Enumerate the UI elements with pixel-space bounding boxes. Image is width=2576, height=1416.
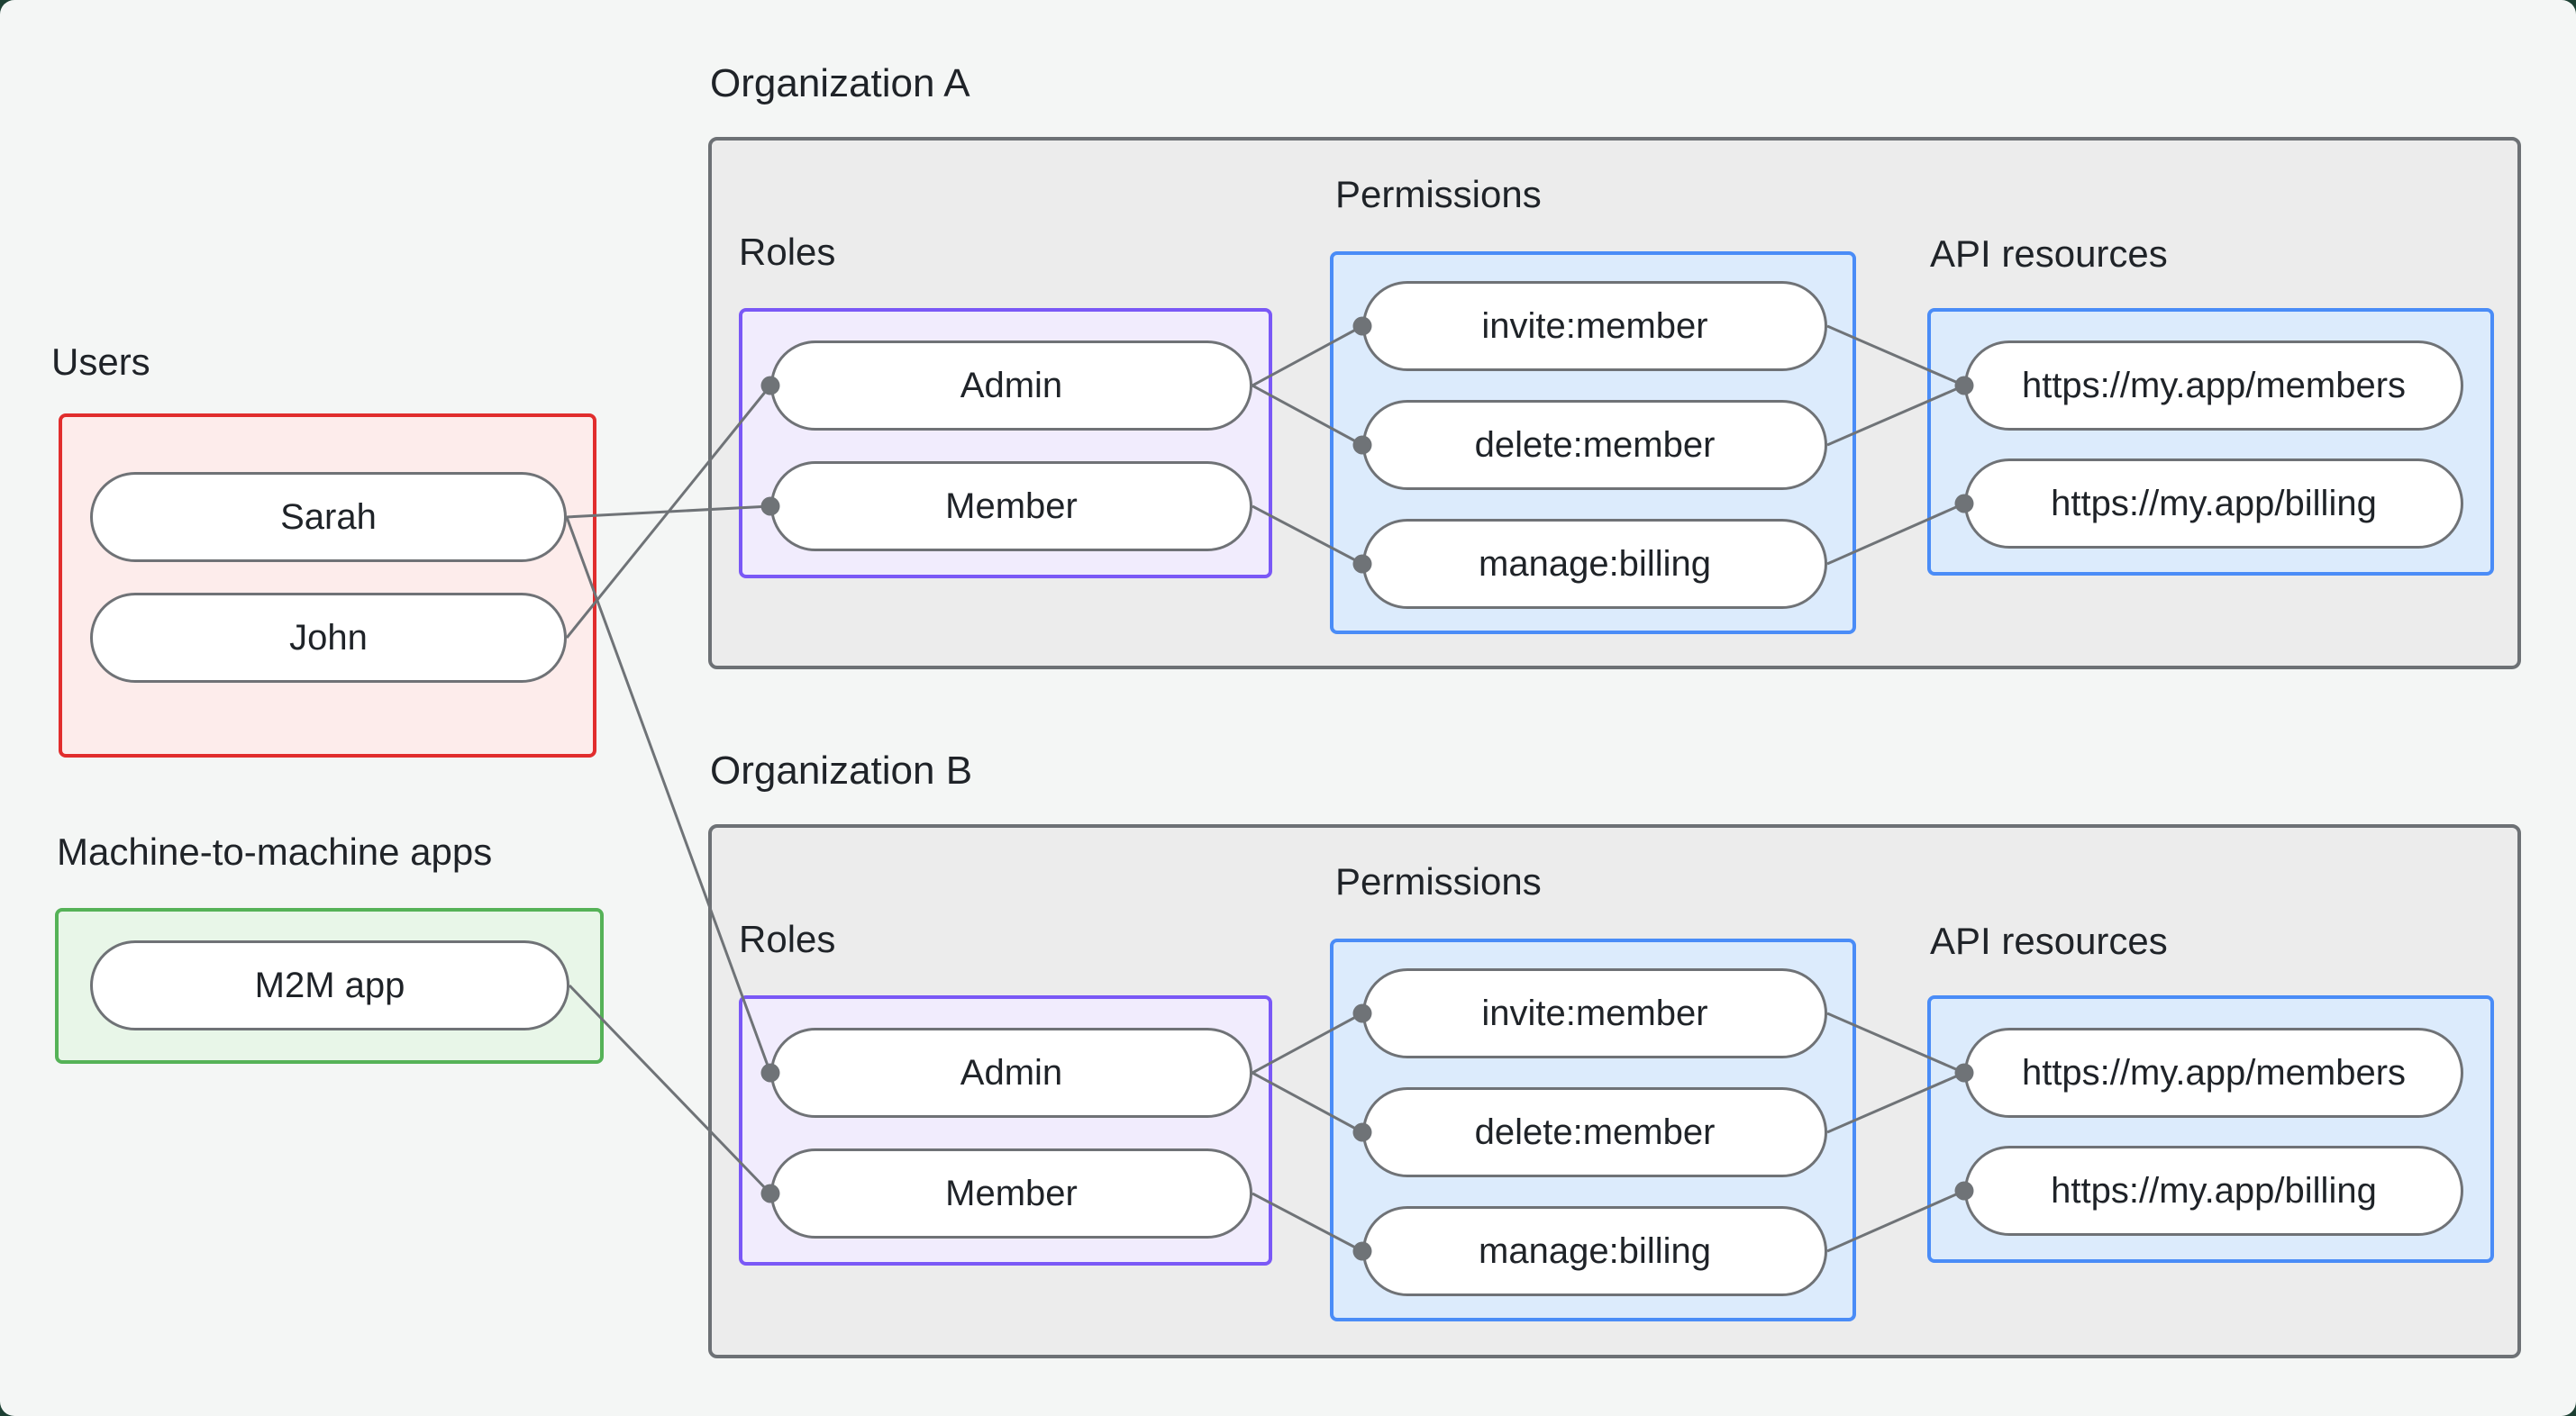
node-label: https://my.app/billing <box>2051 483 2377 523</box>
node-a-admin: Admin <box>770 340 1252 431</box>
node-b-members: https://my.app/members <box>1964 1028 2463 1118</box>
node-a-billing: https://my.app/billing <box>1964 458 2463 549</box>
node-sarah: Sarah <box>90 472 567 562</box>
node-label: Sarah <box>280 496 377 537</box>
node-a-members: https://my.app/members <box>1964 340 2463 431</box>
users-group-label: Users <box>51 340 150 383</box>
node-a-member: Member <box>770 461 1252 551</box>
org-a-roles-label: Roles <box>739 231 836 273</box>
node-b-billing: https://my.app/billing <box>1964 1146 2463 1236</box>
org-a-api-label: API resources <box>1930 232 2168 275</box>
org-b-permissions-label: Permissions <box>1335 860 1542 903</box>
node-m2m: M2M app <box>90 940 569 1030</box>
node-label: M2M app <box>254 965 405 1005</box>
node-b-member: Member <box>770 1148 1252 1239</box>
node-label: delete:member <box>1474 424 1716 465</box>
node-label: manage:billing <box>1479 543 1711 584</box>
node-label: https://my.app/members <box>2021 365 2407 405</box>
node-b-manage: manage:billing <box>1362 1206 1827 1296</box>
node-label: John <box>289 617 368 658</box>
users-box <box>59 413 596 758</box>
node-label: https://my.app/billing <box>2051 1170 2377 1211</box>
org-b-title: Organization B <box>710 749 973 793</box>
m2m-group-label: Machine-to-machine apps <box>57 831 493 873</box>
org-a-permissions-label: Permissions <box>1335 173 1542 215</box>
node-label: Admin <box>960 365 1063 405</box>
node-a-delete: delete:member <box>1362 400 1827 490</box>
org-b-roles-label: Roles <box>739 918 836 960</box>
org-b-api-label: API resources <box>1930 920 2168 962</box>
node-b-invite: invite:member <box>1362 968 1827 1058</box>
node-label: Member <box>945 486 1078 526</box>
org-a-title: Organization A <box>710 61 970 105</box>
node-a-manage: manage:billing <box>1362 519 1827 609</box>
node-label: delete:member <box>1474 1112 1716 1152</box>
node-label: invite:member <box>1481 305 1708 346</box>
node-a-invite: invite:member <box>1362 281 1827 371</box>
node-john: John <box>90 593 567 683</box>
node-label: manage:billing <box>1479 1230 1711 1271</box>
node-label: https://my.app/members <box>2021 1052 2407 1093</box>
node-b-admin: Admin <box>770 1028 1252 1118</box>
node-b-delete: delete:member <box>1362 1087 1827 1177</box>
node-label: Member <box>945 1173 1078 1213</box>
node-label: Admin <box>960 1052 1063 1093</box>
node-label: invite:member <box>1481 993 1708 1033</box>
